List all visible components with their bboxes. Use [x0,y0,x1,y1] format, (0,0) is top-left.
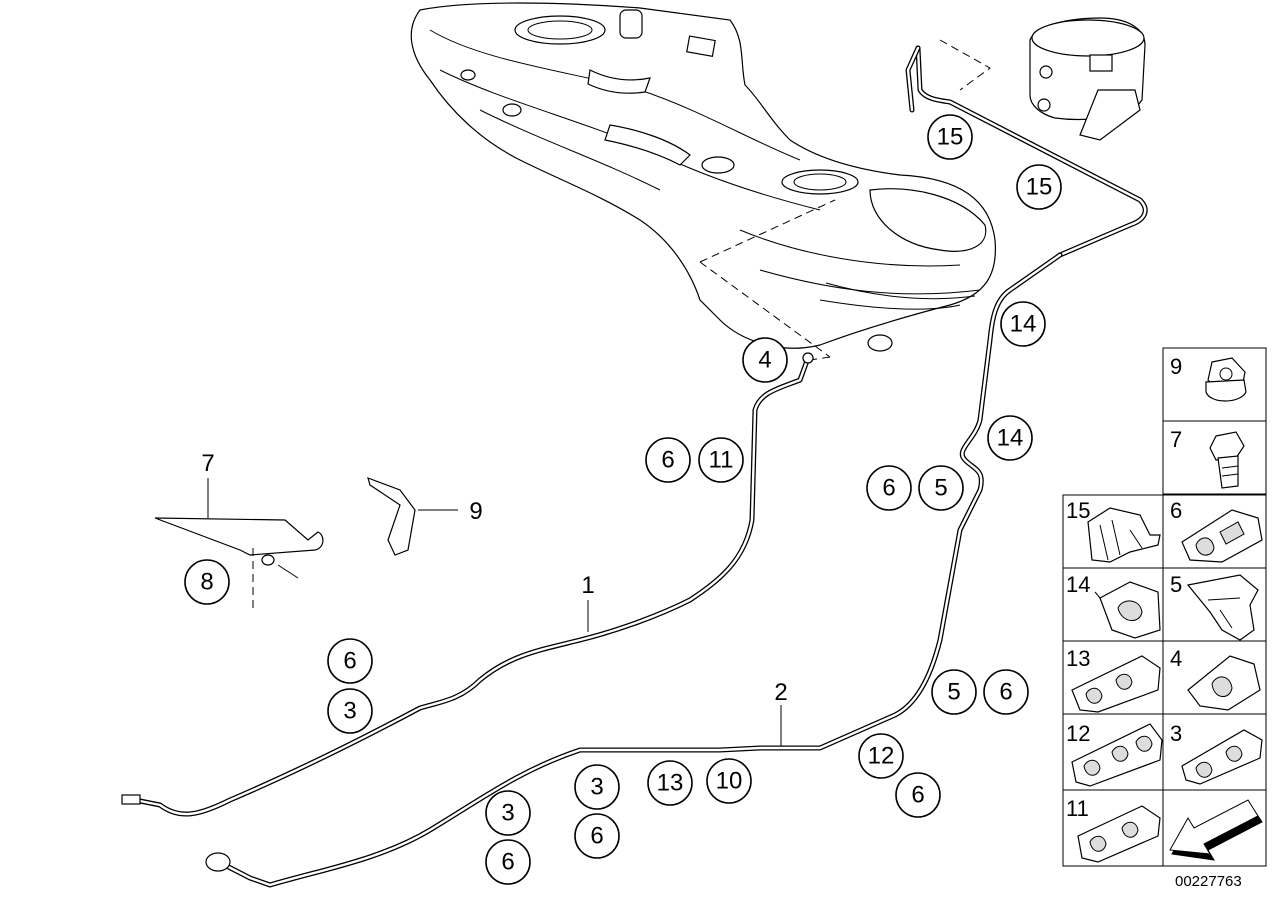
svg-text:6: 6 [999,679,1012,706]
callout-6-right: 6 [983,669,1029,715]
callout-11: 11 [698,437,744,483]
callout-3-bottom: 3 [485,790,531,836]
svg-text:13: 13 [657,770,684,797]
svg-text:11: 11 [1066,796,1089,821]
callout-14a: 14 [1000,301,1046,347]
svg-text:6: 6 [911,782,924,809]
callout-6-upper-right: 6 [866,465,912,511]
callout-3-middle: 3 [574,764,620,810]
fuel-tank-illustration [410,2,997,352]
label-7: 7 [201,450,214,477]
svg-text:5: 5 [934,475,947,502]
svg-text:4: 4 [758,347,771,374]
callout-8: 8 [184,559,230,605]
svg-text:6: 6 [882,475,895,502]
legend-cell-7: 7 [1162,420,1267,495]
callout-6-bottom: 6 [485,839,531,885]
callout-10: 10 [706,758,752,804]
callout-14b: 14 [987,415,1033,461]
svg-text:6: 6 [501,849,514,876]
svg-text:3: 3 [343,698,356,725]
label-1: 1 [581,572,594,599]
carbon-canister-illustration [939,17,1146,141]
callout-12: 12 [858,733,904,779]
leader-lines [587,600,782,746]
svg-text:11: 11 [709,447,734,474]
svg-text:6: 6 [1170,498,1182,523]
fuel-pipes [121,45,1148,888]
svg-text:15: 15 [937,124,964,151]
parts-legend: 9 7 15 6 14 [1062,347,1267,867]
callout-13: 13 [647,760,693,806]
legend-cell-3: 3 [1162,713,1267,791]
svg-text:3: 3 [1170,721,1182,746]
svg-text:6: 6 [661,447,674,474]
reference-number: 00227763 [1175,873,1242,890]
svg-text:5: 5 [1170,572,1182,597]
svg-text:15: 15 [1066,498,1090,523]
svg-text:7: 7 [1170,427,1182,452]
svg-text:5: 5 [947,679,960,706]
legend-cell-13: 13 [1062,640,1164,715]
svg-text:12: 12 [1066,721,1090,746]
svg-text:6: 6 [590,823,603,850]
label-9: 9 [469,498,482,525]
svg-text:14: 14 [997,425,1024,452]
callout-6-middle: 6 [574,813,620,859]
part-callouts: 15 15 14 14 4 6 11 6 5 6 3 5 6 12 6 3 13… [184,114,1062,885]
svg-text:4: 4 [1170,646,1182,671]
legend-cell-9: 9 [1162,347,1267,422]
svg-text:15: 15 [1026,174,1053,201]
callout-15b: 15 [1016,164,1062,210]
svg-text:13: 13 [1066,646,1090,671]
svg-text:9: 9 [1170,354,1182,379]
legend-cell-arrow [1162,789,1267,867]
callout-6-left: 6 [327,638,373,684]
legend-cell-5: 5 [1162,567,1267,642]
legend-cell-15: 15 [1062,494,1164,569]
svg-text:8: 8 [200,569,213,596]
legend-cell-4: 4 [1162,640,1267,715]
svg-text:14: 14 [1066,572,1090,597]
svg-text:14: 14 [1010,311,1037,338]
callout-3-left: 3 [327,688,373,734]
plain-labels: 7 9 1 2 [201,450,787,706]
callout-5-lower: 5 [931,669,977,715]
bracket-part-9 [367,477,458,556]
callout-5-upper: 5 [918,465,964,511]
legend-cell-6: 6 [1162,494,1267,569]
label-2: 2 [774,679,787,706]
bracket-part-7 [154,478,324,610]
svg-text:12: 12 [868,743,895,770]
svg-text:3: 3 [590,774,603,801]
legend-cell-12: 12 [1062,713,1164,791]
callout-6-upper-left: 6 [645,437,691,483]
callout-4: 4 [742,337,788,383]
svg-text:6: 6 [343,648,356,675]
svg-text:10: 10 [716,768,743,795]
callout-6-lower-right: 6 [895,772,941,818]
callout-15a: 15 [927,114,973,160]
legend-cell-11: 11 [1062,789,1164,867]
svg-text:3: 3 [501,800,514,827]
legend-cell-14: 14 [1062,567,1164,642]
